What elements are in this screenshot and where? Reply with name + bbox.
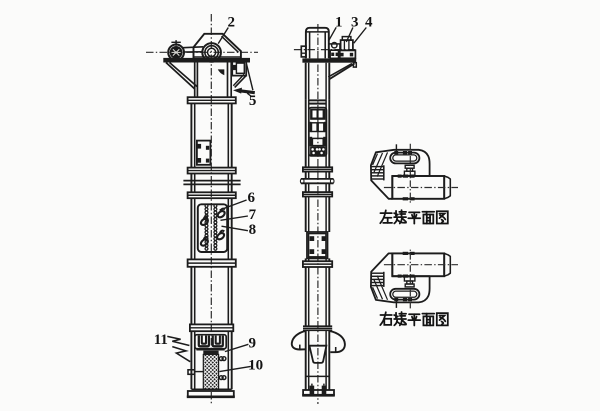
- svg-text:2: 2: [227, 15, 235, 31]
- svg-text:4: 4: [365, 15, 373, 31]
- svg-text:7: 7: [249, 207, 257, 223]
- svg-text:10: 10: [248, 357, 263, 373]
- svg-text:5: 5: [249, 93, 257, 109]
- svg-text:8: 8: [249, 222, 257, 238]
- svg-text:9: 9: [248, 335, 256, 351]
- svg-text:1: 1: [335, 15, 343, 31]
- svg-text:3: 3: [351, 15, 359, 31]
- svg-text:6: 6: [248, 190, 256, 206]
- svg-text:11: 11: [154, 332, 168, 348]
